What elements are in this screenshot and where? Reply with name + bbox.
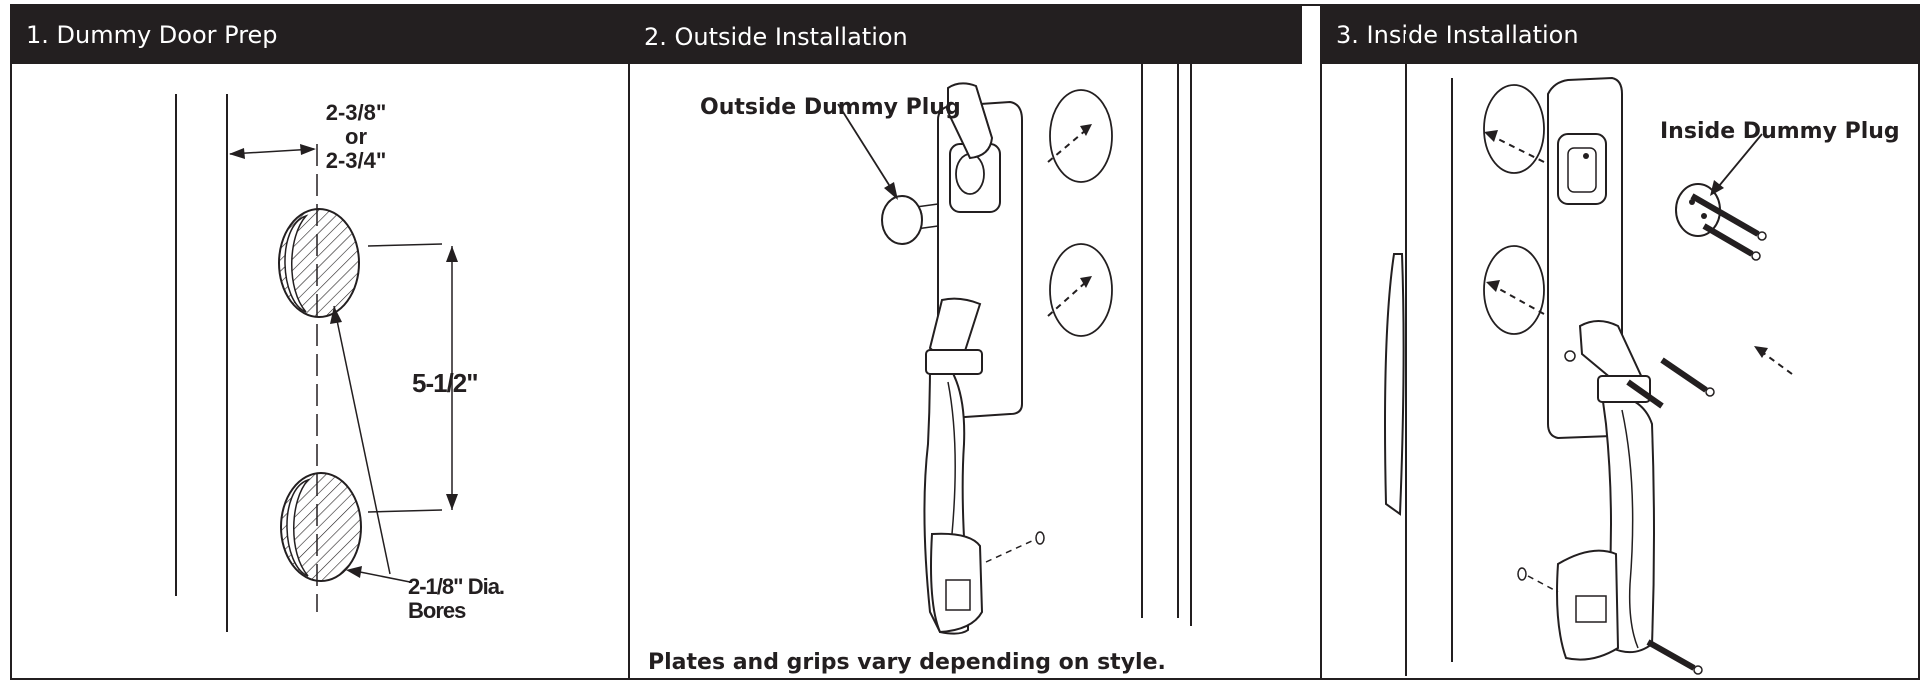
panel-inside-installation: 3. Inside Installation: [1322, 6, 1920, 678]
mounting-screws: [1626, 193, 1767, 675]
panel-divider: [628, 6, 630, 678]
panel-title: 3. Inside Installation: [1322, 6, 1920, 64]
bore-size-label: 2-1/8" Dia.: [408, 574, 504, 599]
panel-door-prep: 1. Dummy Door Prep: [12, 6, 630, 678]
style-note: Plates and grips vary depending on style…: [648, 650, 1166, 675]
outside-handleset: [923, 82, 1023, 635]
inside-handleset: [1547, 76, 1655, 661]
inside-installation-drawing: Inside Dummy Plug: [1322, 34, 1920, 678]
door-prep-drawing: 2-3/8" or 2-3/4" 5-1/2" 2-1/8" Dia. Bore…: [12, 64, 630, 678]
outside-installation-drawing: Outside Dummy Plug Plates and grips vary…: [630, 24, 1302, 678]
lower-bore: [280, 472, 362, 582]
outside-dummy-plug: [881, 195, 939, 245]
bore-label: Bores: [408, 598, 466, 623]
panel-title: 1. Dummy Door Prep: [12, 6, 630, 64]
upper-bore: [278, 208, 360, 318]
door-edge-line: [1190, 26, 1192, 626]
panel-outside-installation: 2. Outside Installation: [630, 6, 1302, 678]
instruction-diagram: 1. Dummy Door Prep: [10, 4, 1920, 680]
spacing-label: 5-1/2": [412, 368, 478, 398]
backset-label-2: 2-3/4": [326, 148, 387, 173]
inside-plug-label: Inside Dummy Plug: [1660, 119, 1900, 144]
backset-label-1: 2-3/8": [326, 100, 387, 125]
backset-label-or: or: [345, 124, 367, 149]
outside-plug-label: Outside Dummy Plug: [700, 95, 961, 120]
panel-title: 2. Outside Installation: [630, 6, 1302, 64]
panel-divider: [1320, 6, 1322, 678]
